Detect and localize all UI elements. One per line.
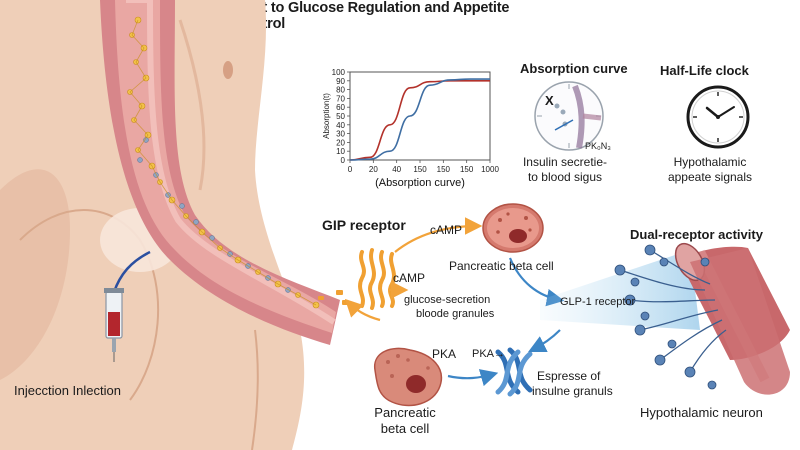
beta-cell-bottom xyxy=(374,347,443,407)
gip-receptor-icon xyxy=(358,248,396,310)
y-tick-label: 10 xyxy=(336,147,345,156)
vessel-lumen xyxy=(126,0,336,325)
x-tick-label: 20 xyxy=(369,165,378,174)
syringe-icon xyxy=(104,250,151,362)
beta-cell-bottom-label-2: beta cell xyxy=(380,421,430,436)
chart-plot-area xyxy=(349,71,491,161)
y-tick-label: 70 xyxy=(336,94,345,103)
y-tick-label: 60 xyxy=(336,103,345,112)
half-life-caption-2: appeate signals xyxy=(667,170,753,184)
peptide-chain-line xyxy=(129,19,317,306)
pka-label-1: PKA xyxy=(432,347,457,361)
camp-label-2: cAMP xyxy=(393,271,426,285)
x-tick-label: 1000 xyxy=(481,165,499,174)
beta-cell-bottom-label-1: Pancreatic xyxy=(374,405,436,420)
absorption-caption-2: to blood sigus xyxy=(527,170,603,184)
dial-mark: X xyxy=(545,93,554,108)
pka-label-2: PKA→ xyxy=(472,348,506,360)
espresse-label-1: Espresse of xyxy=(537,369,601,383)
x-axis-label: (Absorption curve) xyxy=(375,177,465,189)
espresse-label-2: insulne granuls xyxy=(532,384,613,398)
glucose-secretion-label-1: glucose-secretion xyxy=(404,294,491,306)
x-tick-label: 150 xyxy=(460,165,474,174)
dual-receptor-label: Dual-receptor activity xyxy=(630,227,763,242)
x-tick-label: 150 xyxy=(437,165,451,174)
dial-chem-label: PK₀N₃ xyxy=(585,141,611,151)
gip-receptor-label: GIP receptor xyxy=(322,217,406,233)
y-tick-label: 30 xyxy=(336,130,345,139)
orange-arrows xyxy=(344,217,483,322)
absorption-caption-1: Insulin secretie- xyxy=(522,155,608,169)
y-axis-label: Absorption(t) xyxy=(322,93,331,139)
absorption-series-line-0 xyxy=(349,80,490,161)
belly-contour xyxy=(178,19,206,191)
glp1-receptor-icon xyxy=(495,347,533,397)
beta-cell-top xyxy=(482,203,544,253)
y-tick-label: 0 xyxy=(341,156,346,165)
torso-shadow xyxy=(0,169,70,380)
y-tick-label: 50 xyxy=(336,112,345,121)
x-tick-label: 40 xyxy=(392,165,401,174)
y-tick-label: 90 xyxy=(336,77,345,86)
y-tick-label: 40 xyxy=(336,121,345,130)
clock-icon xyxy=(686,85,750,149)
absorption-panel-heading: Absorption curve xyxy=(520,61,628,76)
y-tick-label: 80 xyxy=(336,86,345,95)
y-tick-label: 20 xyxy=(336,138,345,147)
absorption-dial xyxy=(534,81,604,151)
signal-beam xyxy=(540,250,700,330)
inner-thigh-contour xyxy=(251,329,259,450)
camp-label-1: cAMP xyxy=(430,223,463,237)
glp1-receptor-label: GLP-1 receptor xyxy=(560,296,636,308)
injection-label: Injecction Inlection xyxy=(14,383,121,398)
hypothalamic-neuron xyxy=(674,242,790,395)
glucose-secretion-label-2: bloode granules xyxy=(416,308,495,320)
x-tick-label: 0 xyxy=(348,165,353,174)
navel xyxy=(223,61,233,79)
half-life-caption-1: Hypothalamic xyxy=(673,155,747,169)
y-tick-label: 100 xyxy=(332,68,346,77)
absorption-series-line-1 xyxy=(349,78,490,161)
half-life-heading: Half-Life clock xyxy=(660,63,749,78)
beta-cell-top-label: Pancreatic beta cell xyxy=(449,259,554,273)
neuron-nodes xyxy=(614,244,717,390)
peptide-chain-blue xyxy=(137,137,291,293)
hypothalamic-neuron-label: Hypothalamic neuron xyxy=(640,405,763,420)
x-tick-label: 150 xyxy=(413,165,427,174)
